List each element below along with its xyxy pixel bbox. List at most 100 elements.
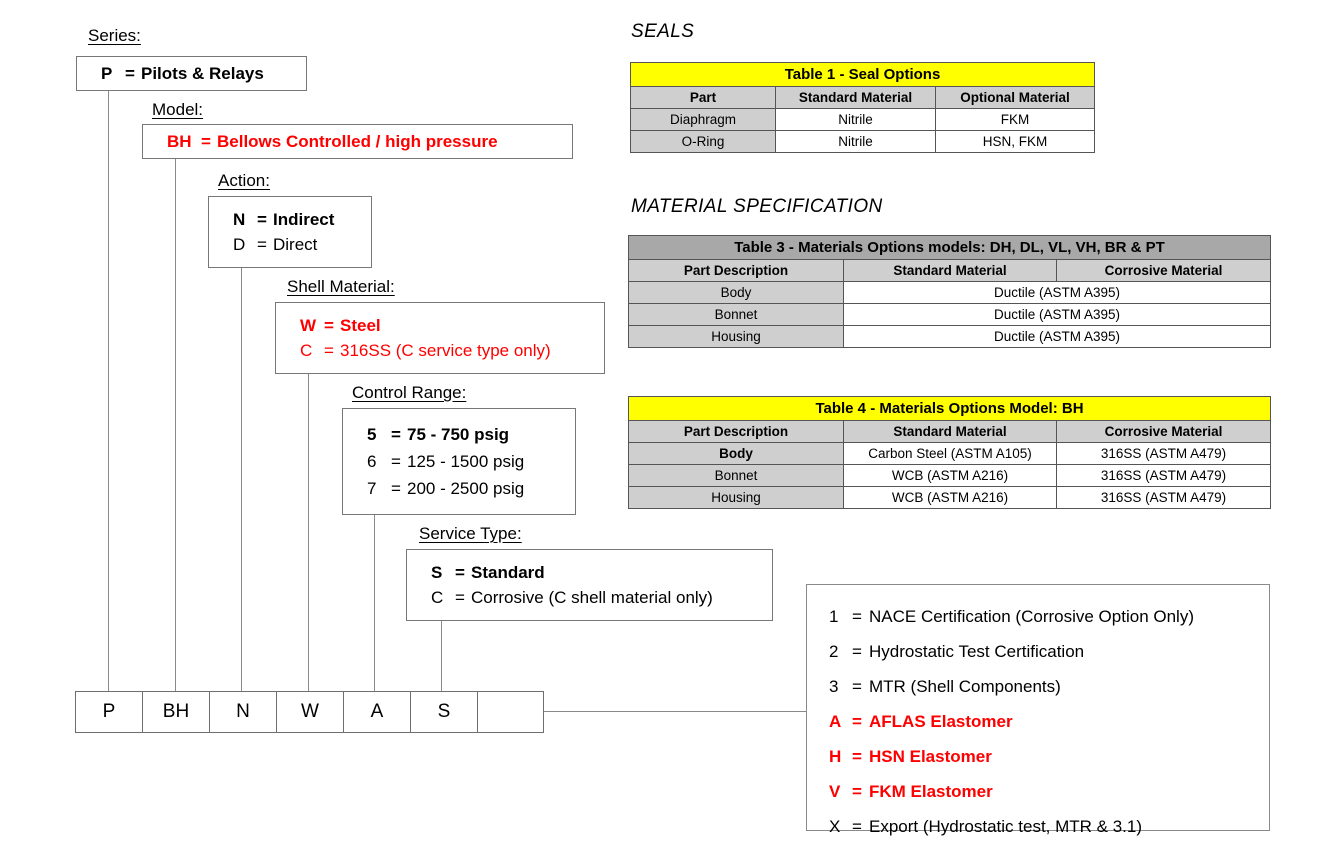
connector-action — [241, 268, 242, 693]
option-item-2-eq: = — [852, 642, 862, 661]
series-option-0: P=Pilots & Relays — [77, 65, 306, 82]
code-cell-model[interactable]: BH — [142, 691, 209, 733]
option-item-x[interactable]: X = Export (Hydrostatic test, MTR & 3.1) — [807, 809, 1269, 844]
table-materials-options-model-bh: Table 4 - Materials Options Model: BH Pa… — [628, 396, 1271, 509]
control-range-option-0-code: 5 — [367, 425, 377, 444]
table4-r0-c1: Carbon Steel (ASTM A105) — [843, 442, 1057, 465]
option-item-a-eq: = — [852, 712, 862, 731]
option-item-2[interactable]: 2=Hydrostatic Test Certification — [807, 634, 1269, 669]
table3-r2-c0: Housing — [628, 325, 844, 348]
option-item-h[interactable]: H=HSN Elastomer — [807, 739, 1269, 774]
series-option-0-eq: = — [125, 64, 135, 83]
service-type-option-0-text: Standard — [471, 563, 545, 582]
table3-col-2: Corrosive Material — [1055, 259, 1272, 282]
table4-r1-c2: 316SS (ASTM A479) — [1056, 464, 1271, 487]
code-cell-service-type[interactable]: S — [410, 691, 477, 733]
control-range-option-0: 5=75 - 750 psig — [343, 426, 575, 453]
action-box: N=Indirect D=Direct — [208, 196, 372, 268]
table4-title: Table 4 - Materials Options Model: BH — [628, 396, 1271, 421]
option-item-1-text: NACE Certification (Corrosive Option Onl… — [869, 607, 1194, 626]
table-seal-options: Table 1 - Seal Options Part Standard Mat… — [630, 62, 1095, 153]
seals-heading: SEALS — [631, 21, 695, 42]
table1-r1-c2: HSN, FKM — [935, 130, 1095, 153]
option-item-1-code: 1 — [829, 607, 839, 626]
option-item-3-eq: = — [852, 677, 862, 696]
table-row: Housing WCB (ASTM A216) 316SS (ASTM A479… — [628, 486, 1271, 509]
action-option-0-text: Indirect — [273, 210, 335, 229]
connector-control-range — [374, 515, 375, 693]
table-row: Diaphragm Nitrile FKM — [630, 108, 1095, 131]
action-option-1-eq: = — [257, 235, 267, 254]
table3-col-0: Part Description — [628, 259, 844, 282]
shell-material-option-0-text: Steel — [340, 316, 381, 335]
option-item-a[interactable]: A=AFLAS Elastomer — [807, 704, 1269, 739]
series-label: Series: — [88, 26, 141, 45]
option-item-v-eq: = — [852, 782, 862, 801]
options-panel: 1 = NACE Certification (Corrosive Option O… — [806, 584, 1270, 836]
table4-title-row: Table 4 - Materials Options Model: BH — [628, 396, 1271, 421]
table4-r2-c2: 316SS (ASTM A479) — [1056, 486, 1271, 509]
table-row: O-Ring Nitrile HSN, FKM — [630, 130, 1095, 153]
table1-r1-c0: O-Ring — [630, 130, 776, 153]
action-option-1-code: D — [233, 235, 246, 254]
connector-series — [108, 91, 109, 693]
control-range-option-0-text: 75 - 750 psig — [407, 425, 510, 444]
table1-col-2: Optional Material — [935, 86, 1095, 109]
table4-r1-c1: WCB (ASTM A216) — [843, 464, 1057, 487]
model-option-0-code: BH — [167, 132, 192, 151]
control-range-box: 5=75 - 750 psig 6=125 - 1500 psig 7=200 … — [342, 408, 576, 515]
option-item-3-code: 3 — [829, 677, 839, 696]
option-item-x-code: X — [829, 817, 841, 836]
model-option-0-text: Bellows Controlled / high pressure — [217, 132, 498, 151]
action-option-0-code: N — [233, 210, 246, 229]
code-cell-action[interactable]: N — [209, 691, 276, 733]
table4-col-1: Standard Material — [843, 420, 1057, 443]
table3-header-row: Part Description Standard Material Corro… — [628, 259, 1272, 282]
option-item-v-code: V — [829, 782, 841, 801]
table3-r0-c1: Ductile (ASTM A395) — [842, 281, 1272, 304]
shell-material-option-1-eq: = — [324, 341, 334, 360]
table3-title-row: Table 3 - Materials Options models: DH, … — [627, 235, 1272, 260]
option-item-v[interactable]: V=FKM Elastomer — [807, 774, 1269, 809]
control-range-option-1-eq: = — [391, 452, 401, 471]
control-range-option-2-code: 7 — [367, 479, 377, 498]
shell-material-option-1-code: C — [300, 341, 313, 360]
table-row: Bonnet Ductile (ASTM A395) — [628, 303, 1272, 326]
connector-model — [175, 159, 176, 693]
table1-r0-c0: Diaphragm — [630, 108, 776, 131]
shell-material-box: W=Steel C=316SS (C service type only) — [275, 302, 605, 374]
table4-col-0: Part Description — [628, 420, 844, 443]
service-type-box: S=Standard C=Corrosive (C shell material… — [406, 549, 773, 621]
table-row: Bonnet WCB (ASTM A216) 316SS (ASTM A479) — [628, 464, 1271, 487]
service-type-option-1: C=Corrosive (C shell material only) — [407, 589, 772, 606]
code-cell-options[interactable] — [477, 691, 544, 733]
table4-r2-c0: Housing — [628, 486, 844, 509]
series-option-0-text: Pilots & Relays — [141, 64, 264, 83]
shell-material-option-1-text: 316SS (C service type only) — [340, 341, 551, 360]
table4-header-row: Part Description Standard Material Corro… — [628, 420, 1271, 443]
service-type-label: Service Type: — [419, 524, 522, 543]
service-type-option-0-code: S — [431, 563, 443, 582]
table1-col-1: Standard Material — [775, 86, 936, 109]
table1-title-row: Table 1 - Seal Options — [630, 62, 1095, 87]
code-cell-series[interactable]: P — [75, 691, 142, 733]
code-row: P BH N W A S — [75, 691, 544, 733]
code-cell-shell-material[interactable]: W — [276, 691, 343, 733]
control-range-option-1-text: 125 - 1500 psig — [407, 452, 525, 471]
option-item-1-eq: = — [852, 607, 862, 626]
option-item-1[interactable]: 1 = NACE Certification (Corrosive Option O… — [807, 599, 1269, 634]
shell-material-option-0: W=Steel — [276, 317, 604, 342]
table-row: Body Ductile (ASTM A395) — [628, 281, 1272, 304]
control-range-option-1-code: 6 — [367, 452, 377, 471]
option-item-a-code: A — [829, 712, 842, 731]
table4-r0-c2: 316SS (ASTM A479) — [1056, 442, 1271, 465]
option-item-h-eq: = — [852, 747, 862, 766]
option-item-x-eq: = — [852, 817, 862, 836]
action-option-1: D=Direct — [209, 236, 371, 253]
option-item-x-text: Export (Hydrostatic test, MTR & 3.1) — [869, 817, 1143, 836]
option-item-3[interactable]: 3=MTR (Shell Components) — [807, 669, 1269, 704]
code-cell-control-range[interactable]: A — [343, 691, 410, 733]
shell-material-option-0-eq: = — [324, 316, 334, 335]
table-materials-options-models: Table 3 - Materials Options models: DH, … — [627, 235, 1272, 348]
